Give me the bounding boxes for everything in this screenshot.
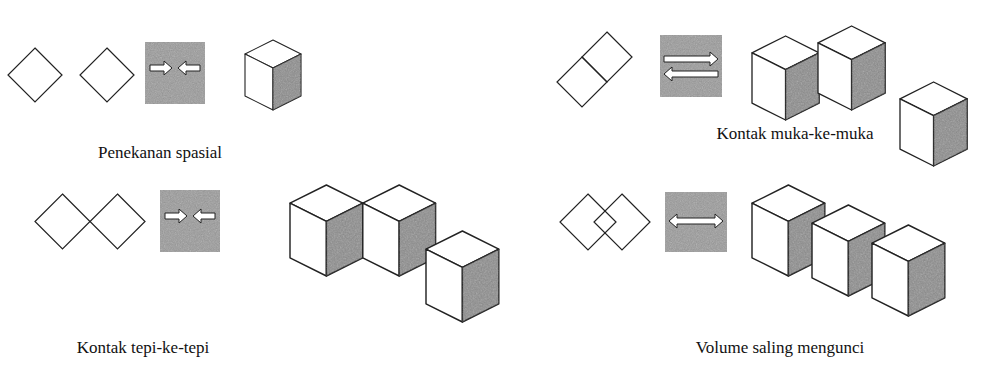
- figure-caption: Volume saling mengunci: [694, 338, 867, 358]
- cube-figure: [752, 26, 967, 166]
- texture-square: [145, 42, 205, 104]
- plan-diamonds: [8, 48, 134, 102]
- plan-diamonds: [557, 32, 632, 107]
- cube-figure: [752, 185, 945, 316]
- plan-diamonds: [560, 194, 650, 250]
- texture-square: [665, 192, 727, 252]
- plan-diamonds: [35, 194, 145, 249]
- cube-figure: [290, 185, 499, 322]
- figure-caption: Kontak tepi-ke-tepi: [75, 338, 212, 358]
- figure-caption: Kontak muka-ke-muka: [714, 124, 875, 144]
- texture-square: [660, 35, 722, 97]
- texture-square: [160, 190, 220, 252]
- figure-caption: Penekanan spasial: [96, 143, 224, 163]
- cube-figure: [245, 40, 301, 110]
